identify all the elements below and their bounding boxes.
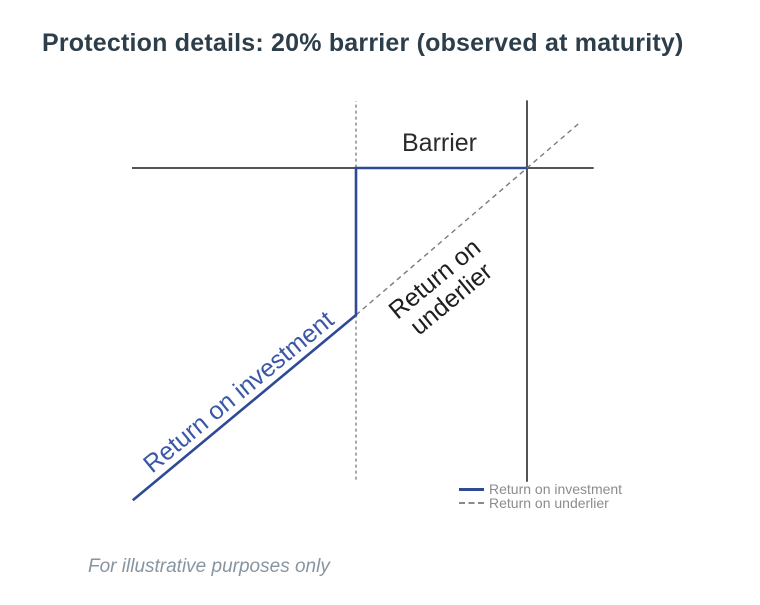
page-title: Protection details: 20% barrier (observe…	[42, 29, 684, 57]
legend-label-underlier: Return on underlier	[489, 495, 609, 511]
investment-line-swatch	[459, 487, 484, 491]
underlier-return-line	[355, 121, 582, 316]
legend-item-underlier: Return on underlier	[459, 495, 622, 511]
disclaimer-note: For illustrative purposes only	[88, 556, 330, 577]
legend-label-investment: Return on investment	[489, 481, 623, 497]
barrier-annotation: Barrier	[402, 129, 478, 157]
investment-return-line	[131, 166, 527, 502]
legend-item-investment: Return on investment	[459, 481, 623, 497]
legend: Return on investment Return on underlier	[459, 481, 623, 511]
underlier-line-swatch	[459, 502, 484, 504]
